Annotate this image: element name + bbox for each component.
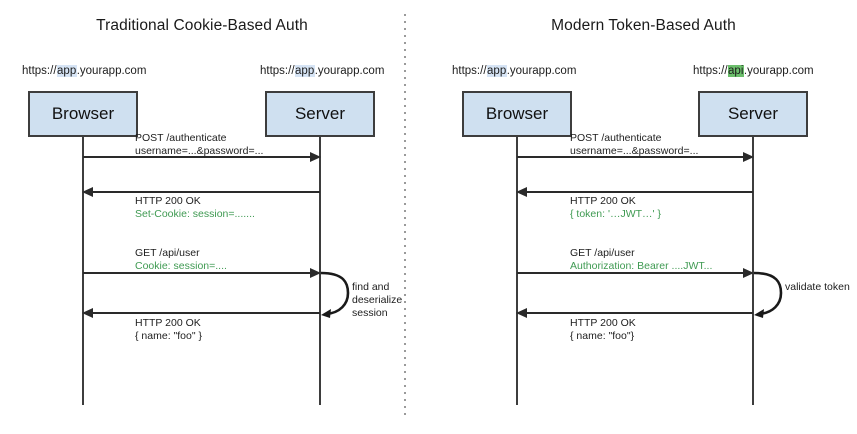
message-label-3: GET /api/user Authorization: Bearer ....… [570, 247, 712, 273]
panel-modern-token-auth: Modern Token-Based Auth https://app.your… [430, 0, 857, 434]
message-line-1: HTTP 200 OK [135, 317, 201, 329]
self-loop-arrow-icon [320, 271, 350, 318]
message-line-1: HTTP 200 OK [570, 195, 636, 207]
url-suffix: .yourapp.com [76, 65, 147, 77]
arrowhead-right-icon [310, 152, 321, 162]
message-arrow-1 [517, 156, 744, 158]
message-line-1: POST /authenticate [135, 132, 227, 144]
message-line-2: username=...&password=... [570, 145, 699, 157]
message-label-4: HTTP 200 OK { name: "foo" } [135, 317, 202, 343]
message-arrow-2 [526, 191, 753, 193]
url-highlight: api [727, 65, 744, 77]
message-line-2: Cookie: session=.... [135, 260, 227, 272]
message-line-1: GET /api/user [570, 247, 635, 259]
message-arrow-1 [83, 156, 311, 158]
message-line-2: Authorization: Bearer ....JWT... [570, 260, 713, 272]
lifeline-browser [82, 137, 85, 405]
url-prefix: https:// [22, 65, 57, 77]
actor-label: Server [294, 104, 346, 123]
message-arrow-2 [92, 191, 320, 193]
panel-divider [404, 14, 406, 420]
message-line-1: GET /api/user [135, 247, 200, 259]
arrowhead-right-icon [310, 268, 321, 278]
self-loop-label: find and deserialize session [352, 281, 402, 320]
actor-box-server[interactable]: Server [698, 91, 808, 137]
actor-box-browser[interactable]: Browser [462, 91, 572, 137]
message-label-4: HTTP 200 OK { name: "foo"} [570, 317, 636, 343]
message-line-2: { name: "foo" } [135, 330, 202, 342]
self-loop-line-1: find and [352, 281, 390, 293]
arrowhead-left-icon [82, 308, 93, 318]
url-prefix: https:// [260, 65, 295, 77]
message-line-2: username=...&password=... [135, 145, 264, 157]
arrowhead-right-icon [743, 268, 754, 278]
url-prefix: https:// [452, 65, 487, 77]
right-browser-url: https://app.yourapp.com [452, 65, 576, 77]
message-arrow-4 [526, 312, 753, 314]
self-loop-arrow-icon [753, 271, 783, 318]
message-label-1: POST /authenticate username=...&password… [135, 132, 263, 158]
message-label-2: HTTP 200 OK { token: '…JWT…' } [570, 195, 661, 221]
url-suffix: .yourapp.com [506, 65, 577, 77]
arrowhead-right-icon [743, 152, 754, 162]
arrowhead-left-icon [516, 187, 527, 197]
message-line-1: POST /authenticate [570, 132, 662, 144]
arrowhead-left-icon [516, 308, 527, 318]
message-arrow-4 [92, 312, 320, 314]
right-panel-title: Modern Token-Based Auth [551, 17, 736, 34]
message-line-2: { name: "foo"} [570, 330, 635, 342]
self-loop-label: validate token [785, 281, 850, 294]
url-highlight: app [294, 65, 315, 77]
message-line-2: { token: '…JWT…' } [570, 208, 661, 220]
left-browser-url: https://app.yourapp.com [22, 65, 146, 77]
message-line-1: HTTP 200 OK [570, 317, 636, 329]
self-loop-line-3: session [352, 307, 388, 319]
left-panel-title: Traditional Cookie-Based Auth [96, 17, 308, 34]
message-label-3: GET /api/user Cookie: session=.... [135, 247, 227, 273]
panel-traditional-cookie-auth: Traditional Cookie-Based Auth https://ap… [0, 0, 404, 434]
actor-box-browser[interactable]: Browser [28, 91, 138, 137]
actor-label: Browser [485, 104, 549, 123]
url-suffix: .yourapp.com [743, 65, 814, 77]
self-loop-line-2: deserialize [352, 294, 403, 306]
self-loop-line-1: validate token [785, 281, 850, 293]
left-server-url: https://app.yourapp.com [260, 65, 384, 77]
url-highlight: app [486, 65, 507, 77]
message-arrow-3 [83, 272, 311, 274]
url-prefix: https:// [693, 65, 728, 77]
message-arrow-3 [517, 272, 744, 274]
actor-box-server[interactable]: Server [265, 91, 375, 137]
arrowhead-left-icon [82, 187, 93, 197]
message-line-2: Set-Cookie: session=....... [135, 208, 255, 220]
url-highlight: app [56, 65, 77, 77]
message-label-2: HTTP 200 OK Set-Cookie: session=....... [135, 195, 255, 221]
message-label-1: POST /authenticate username=...&password… [570, 132, 698, 158]
lifeline-browser [516, 137, 519, 405]
message-line-1: HTTP 200 OK [135, 195, 201, 207]
right-server-url: https://api.yourapp.com [693, 65, 814, 77]
actor-label: Browser [51, 104, 115, 123]
url-suffix: .yourapp.com [314, 65, 385, 77]
actor-label: Server [727, 104, 779, 123]
